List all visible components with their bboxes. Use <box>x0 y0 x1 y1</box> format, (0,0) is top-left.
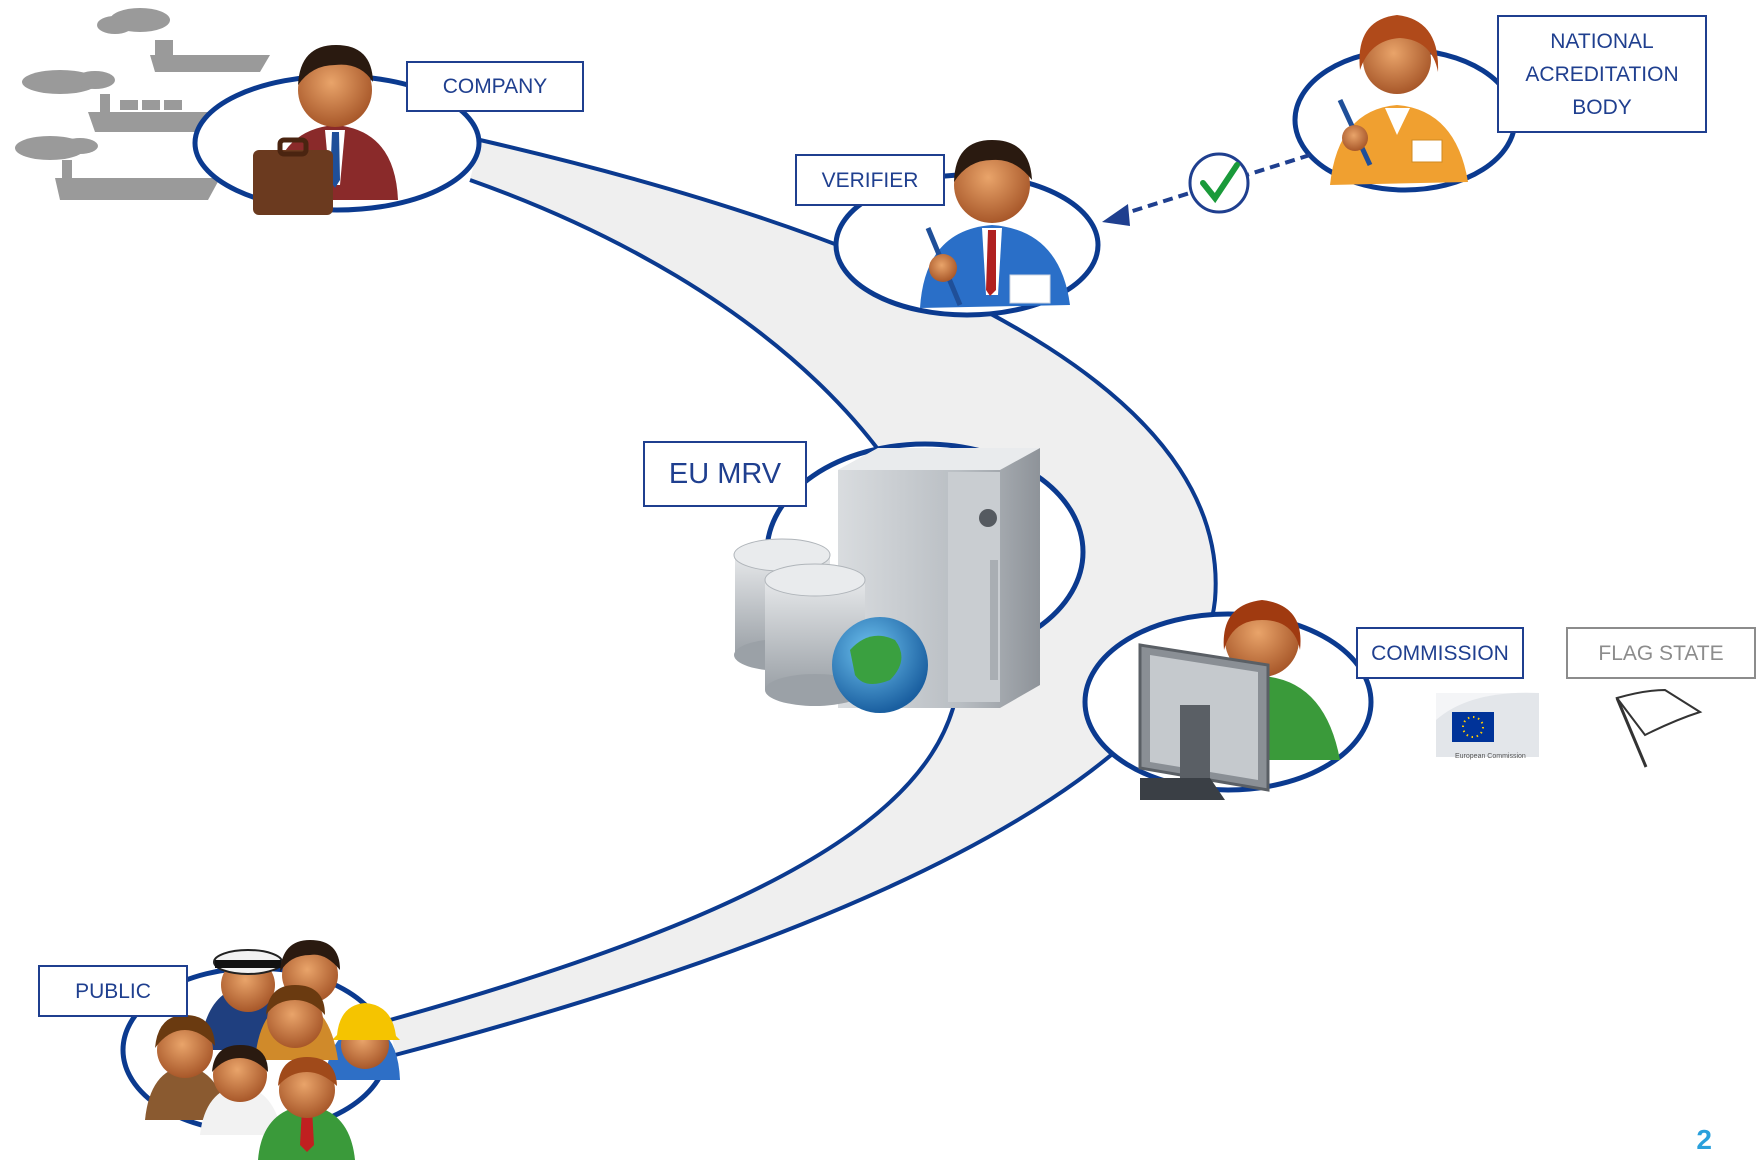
flag-state-label: FLAG STATE <box>1566 627 1756 679</box>
company-person-icon <box>253 45 398 215</box>
database-stack-icon <box>733 538 866 706</box>
eu-mrv-label: EU MRV <box>643 441 807 507</box>
company-label: COMPANY <box>406 61 584 112</box>
globe-land <box>850 635 902 684</box>
check-circle-icon <box>1188 152 1250 214</box>
verifier-person-icon <box>920 140 1070 308</box>
page-number: 2 <box>1696 1124 1712 1155</box>
public-label: PUBLIC <box>38 965 188 1017</box>
flag-icon <box>1615 688 1703 768</box>
flow-band <box>390 140 1216 1055</box>
commission-label: COMMISSION <box>1356 627 1524 679</box>
public-crowd-icon <box>145 940 400 1160</box>
accreditation-arrowhead <box>1102 204 1130 226</box>
verifier-label: VERIFIER <box>795 154 945 206</box>
eu-logo-text: European Commission <box>1455 753 1526 760</box>
european-commission-logo: European Commission <box>1436 692 1539 760</box>
checkmark-icon <box>1200 162 1240 204</box>
national-body-label: NATIONAL ACREDITATION BODY <box>1497 15 1707 133</box>
national-body-person-icon <box>1330 15 1468 185</box>
computer-monitor-icon <box>1138 643 1270 800</box>
ship-fleet-icon <box>15 8 270 200</box>
